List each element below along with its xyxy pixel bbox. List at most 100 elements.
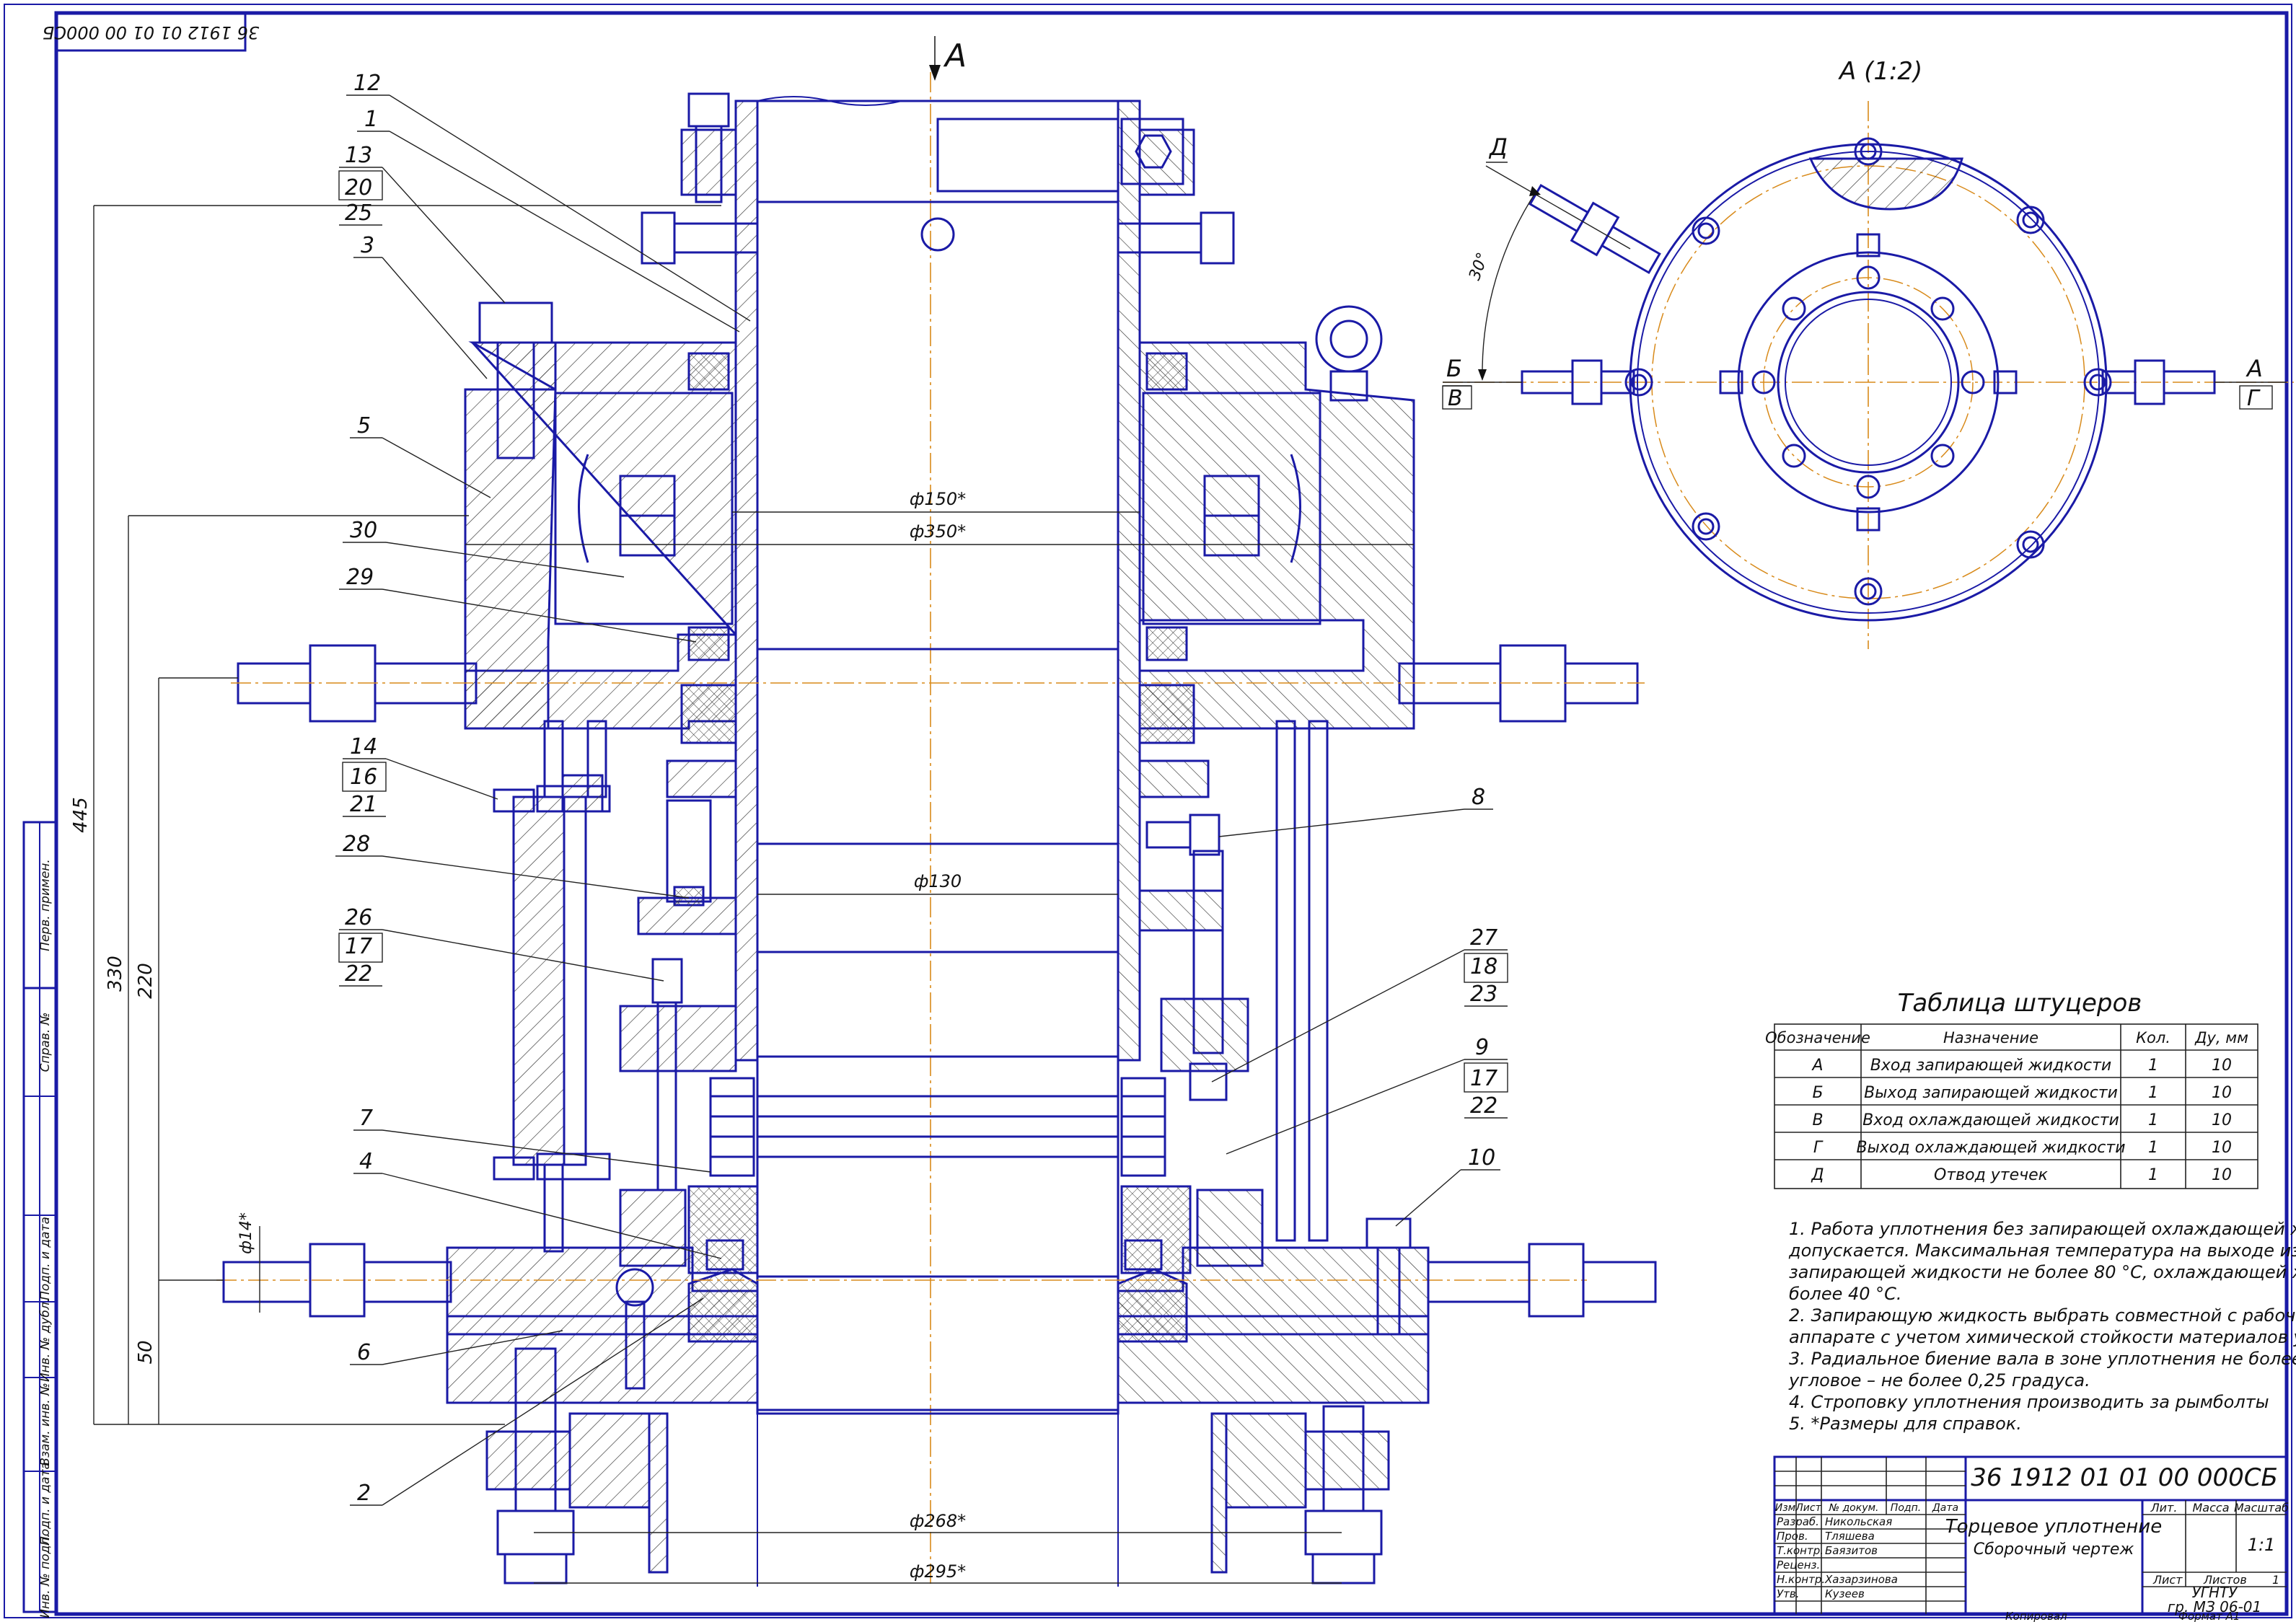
fittings-table-title: Таблица штуцеров <box>1898 989 2142 1018</box>
technical-notes: 1. Работа уплотнения без запирающей охла… <box>1788 1219 2296 1434</box>
tb-head-izm: Изм <box>1775 1502 1796 1514</box>
tb-name: Хазарзинова <box>1824 1573 1898 1586</box>
callout-20: 20 <box>345 175 372 200</box>
fittings-table: Таблица штуцеров Обозначение Назначение … <box>1765 989 2258 1189</box>
port-label-v: В <box>1448 386 1463 411</box>
tb-head-list: Лист <box>1795 1502 1821 1514</box>
note-line: более 40 °С. <box>1789 1284 1902 1304</box>
bolt-26 <box>651 958 683 1004</box>
bolt-13 <box>478 301 553 344</box>
view-a-cutout <box>1808 157 1963 211</box>
tb-role: Т.контр. <box>1777 1544 1824 1557</box>
tb-head-podp: Подп. <box>1891 1502 1921 1514</box>
callout-27: 27 <box>1470 925 1497 951</box>
dim-d295: ф295* <box>910 1561 966 1582</box>
top-left-code: 36 1912 01 01 00 000СБ <box>43 22 259 43</box>
base-flange-right <box>1304 1430 1390 1491</box>
dim-220: 220 <box>135 963 157 999</box>
fitting-left-lower <box>222 1243 452 1318</box>
tb-copied: Копировал <box>2005 1610 2067 1622</box>
callout-18: 18 <box>1470 954 1497 979</box>
dim-330: 330 <box>105 956 126 992</box>
seal-ring-lower-left <box>687 1185 759 1274</box>
dim-445: 445 <box>70 797 92 833</box>
cooling-jacket-right <box>1275 720 1296 1242</box>
note-line: аппарате с учетом химической стойкости м… <box>1789 1327 2296 1347</box>
tb-sheets: Листов <box>2203 1573 2247 1587</box>
cell: 10 <box>2212 1139 2232 1157</box>
note-line: угловое – не более 0,25 градуса. <box>1788 1370 2090 1390</box>
callout-8: 8 <box>1472 785 1485 810</box>
tb-format: Формат А1 <box>2178 1610 2240 1622</box>
inner-frame <box>54 11 2289 1616</box>
cell: Выход запирающей жидкости <box>1864 1084 2118 1102</box>
callout-6: 6 <box>357 1340 371 1365</box>
cell: 10 <box>2212 1084 2232 1102</box>
dim-d150: ф150* <box>910 489 966 509</box>
tb-role: Н.контр. <box>1777 1573 1825 1586</box>
dim-d268: ф268* <box>910 1511 966 1531</box>
bellows <box>709 1077 1166 1177</box>
fitting-right-lower <box>1427 1243 1657 1318</box>
dim-d350: ф350* <box>910 521 966 542</box>
callout-30: 30 <box>350 518 377 543</box>
view-a-bore <box>1777 291 1960 474</box>
stamp-podp-data-2: Подп. и дата <box>38 1462 53 1546</box>
cell: Б <box>1812 1084 1823 1102</box>
lifting-eye <box>1315 305 1383 373</box>
stamp-perv-primen: Перв. примен. <box>38 859 53 951</box>
th-purpose: Назначение <box>1943 1029 2038 1046</box>
callout-23: 23 <box>1470 982 1497 1007</box>
cooling-jacket-left <box>512 795 566 1166</box>
cell: В <box>1812 1111 1823 1129</box>
tb-org-2: гр. МЗ 06-01 <box>2168 1598 2261 1616</box>
shaft <box>756 100 1120 1415</box>
tb-role: Утв. <box>1777 1587 1800 1600</box>
stamp-vzam-inv: Взам. инв. № <box>38 1383 53 1465</box>
callout-10: 10 <box>1468 1145 1495 1171</box>
callout-28: 28 <box>343 832 370 857</box>
tb-head-doc: № докум. <box>1828 1502 1878 1514</box>
cell: 1 <box>2148 1057 2158 1075</box>
view-a-title: А (1:2) <box>1838 57 1922 86</box>
note-line: запирающей жидкости не более 80 °С, охла… <box>1789 1262 2296 1282</box>
shaft-hole <box>920 217 955 252</box>
view-a-bolts-inner <box>1751 265 1985 499</box>
callouts: 12 1 13 20 25 3 5 30 29 14 16 21 28 26 1… <box>335 71 1508 1506</box>
dim-d130: ф130 <box>914 871 962 891</box>
tb-mass: Масса <box>2192 1501 2229 1515</box>
callout-21: 21 <box>350 792 377 817</box>
note-line: допускается. Максимальная температура на… <box>1788 1240 2296 1261</box>
port-label-g: Г <box>2247 386 2261 411</box>
tb-name: Баязитов <box>1825 1544 1878 1557</box>
main-section-view: А <box>216 36 1657 1587</box>
table-row: Д Отвод утечек 1 10 <box>1811 1166 2232 1184</box>
callout-2: 2 <box>357 1481 371 1506</box>
callout-3: 3 <box>361 233 374 258</box>
lip-seal-top-left <box>687 352 730 391</box>
callout-4: 4 <box>359 1149 373 1174</box>
top-bolt-right <box>1120 118 1184 185</box>
cell: 10 <box>2212 1057 2232 1075</box>
tb-head-date: Дата <box>1932 1502 1958 1514</box>
cell: 1 <box>2148 1139 2158 1157</box>
table-row: В Вход охлаждающей жидкости 1 10 <box>1812 1111 2232 1129</box>
tb-role: Разраб. <box>1777 1515 1819 1528</box>
cell: Вход запирающей жидкости <box>1870 1057 2111 1075</box>
title-block: Изм Лист № докум. Подп. Дата Разраб. Ник… <box>1773 1455 2289 1622</box>
th-designation: Обозначение <box>1765 1029 1870 1046</box>
tb-sheet: Лист <box>2152 1573 2183 1587</box>
tb-lit: Лит. <box>2150 1501 2178 1515</box>
callout-12: 12 <box>353 71 381 96</box>
screw-6 <box>615 1268 654 1307</box>
port-label-b: Б <box>1446 355 1462 382</box>
port-label-d: Д <box>1488 133 1508 161</box>
dim-50: 50 <box>135 1340 157 1364</box>
callout-22b: 22 <box>1470 1093 1497 1119</box>
tb-scale: 1:1 <box>2248 1535 2276 1555</box>
view-a: А (1:2) <box>1442 57 2294 649</box>
stamp-inv-dubl: Инв. № дубл. <box>38 1298 53 1382</box>
tb-name: Кузеев <box>1825 1587 1865 1600</box>
callout-14: 14 <box>350 734 377 759</box>
